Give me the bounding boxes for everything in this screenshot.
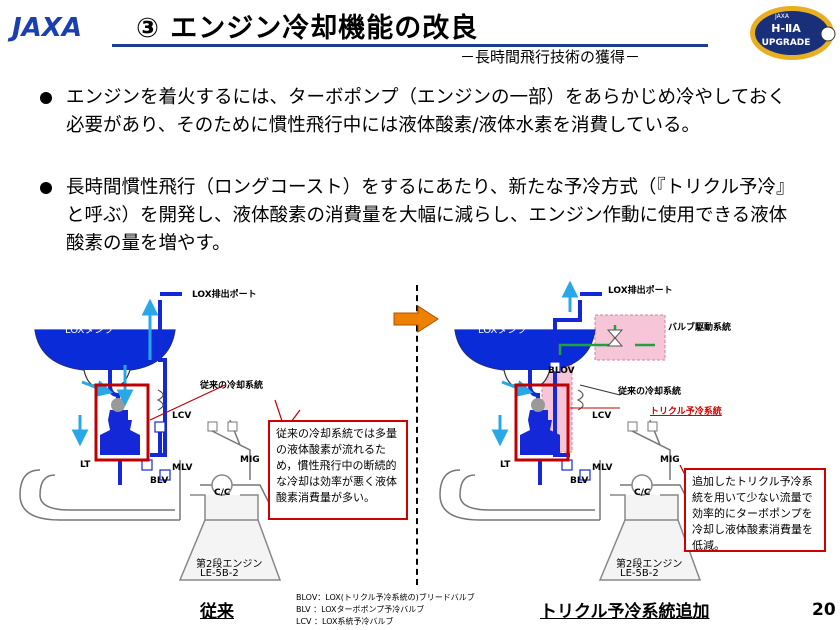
- upgrade-badge: JAXA H-ⅡA UPGRADE: [748, 4, 836, 62]
- left-caption: 従来: [200, 602, 234, 622]
- left-engine-model: LE-5B-2: [200, 568, 239, 579]
- left-mig-label: MIG: [240, 455, 260, 465]
- right-blov-label: BLOV: [548, 366, 575, 376]
- left-lox-port-label: LOX排出ポート: [192, 290, 257, 300]
- right-cc-label: C/C: [634, 488, 651, 498]
- page-number: 20: [812, 600, 836, 620]
- bullet-dot-icon: [40, 182, 52, 194]
- page-title: ③ エンジン冷却機能の改良: [136, 13, 479, 44]
- left-lox-tank-label: LOXタンク: [65, 325, 115, 336]
- badge-line-3: UPGRADE: [762, 38, 811, 48]
- right-lcv-label: LCV: [592, 411, 612, 421]
- right-caption: トリクル予冷系統追加: [540, 602, 710, 622]
- right-callout: 追加したトリクル予冷系統を用いて少ない流量で効率的にターボポンプを冷却し液体酸素…: [684, 468, 826, 552]
- right-blv-label: BLV: [570, 476, 589, 486]
- left-cc-label: C/C: [214, 488, 231, 498]
- right-lt-label: LT: [500, 460, 511, 470]
- legend-blv: BLV ：LOXターボポンプ予冷バルブ: [296, 605, 425, 614]
- jaxa-logo-text: JAXA: [7, 13, 82, 43]
- jaxa-logo: JAXA: [6, 6, 106, 46]
- badge-line-1: JAXA: [774, 13, 790, 20]
- page-subtitle: －長時間飛行技術の獲得－: [460, 48, 641, 66]
- right-engine-name: 第2段エンジン: [616, 559, 683, 570]
- right-legacy-cooling-label: 従来の冷却系統: [618, 387, 682, 397]
- jaxa-logo-graphic: JAXA: [7, 13, 82, 43]
- bullet-text: 長時間慣性飛行（ロングコースト）をするにあたり、新たな予冷方式（『トリクル予冷』…: [66, 177, 795, 254]
- right-mlv-label: MLV: [592, 463, 613, 473]
- right-engine-model: LE-5B-2: [620, 568, 659, 579]
- right-trickle-system-label: トリクル予冷系統: [650, 407, 722, 417]
- transition-arrow-icon: [393, 305, 439, 333]
- legend-blov: BLOV：LOX(トリクル予冷系統の)ブリードバルブ: [296, 593, 475, 602]
- bullet-dot-icon: [40, 92, 52, 104]
- right-engine-diagram: [439, 280, 702, 581]
- right-lox-port-label: LOX排出ポート: [608, 286, 673, 296]
- left-mlv-label: MLV: [172, 463, 193, 473]
- left-lcv-label: LCV: [172, 411, 192, 421]
- left-engine-name: 第2段エンジン: [196, 559, 263, 570]
- left-callout: 従来の冷却系統では多量の液体酸素が流れるため，慣性飛行中の断続的な冷却は効率が悪…: [268, 420, 408, 520]
- left-lt-label: LT: [80, 460, 91, 470]
- divider-line: [416, 285, 418, 585]
- badge-line-2: H-ⅡA: [771, 22, 801, 35]
- left-legacy-cooling-label: 従来の冷却系統: [200, 381, 264, 391]
- bullet-item: 長時間慣性飛行（ロングコースト）をするにあたり、新たな予冷方式（『トリクル予冷』…: [40, 174, 800, 258]
- title-underline: [112, 44, 708, 47]
- right-mig-label: MIG: [660, 455, 680, 465]
- bullet-text: エンジンを着火するには、ターボポンプ（エンジンの一部）をあらかじめ冷やしておく必…: [66, 87, 786, 136]
- left-blv-label: BLV: [150, 476, 169, 486]
- right-valve-drive-label: バルブ駆動系統: [668, 323, 732, 333]
- upgrade-badge-graphic: JAXA H-ⅡA UPGRADE: [750, 6, 836, 60]
- bullet-item: エンジンを着火するには、ターボポンプ（エンジンの一部）をあらかじめ冷やしておく必…: [40, 84, 800, 140]
- right-lox-tank-label: LOXタンク: [478, 325, 528, 336]
- legend-lcv: LCV ：LOX系統予冷バルブ: [296, 617, 394, 626]
- left-engine-diagram: [19, 292, 301, 581]
